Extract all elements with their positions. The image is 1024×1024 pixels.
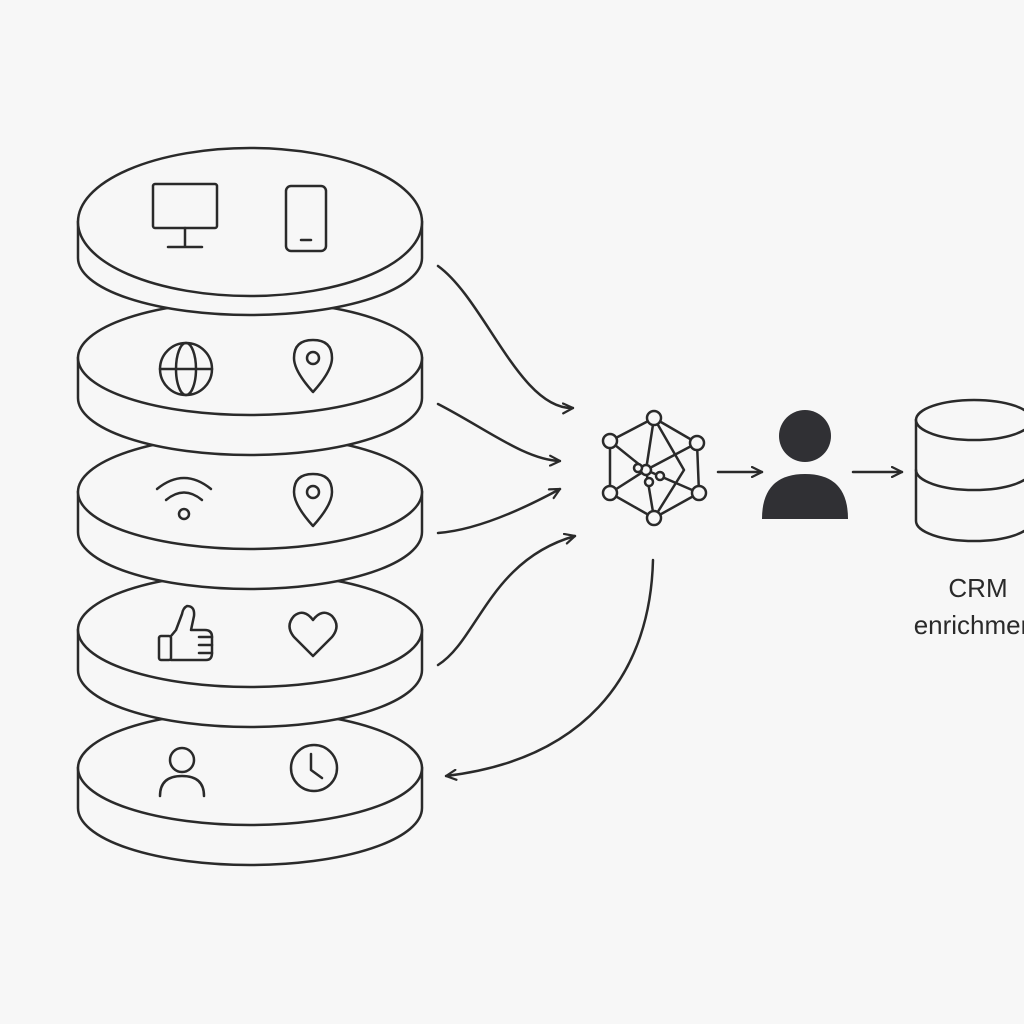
monitor-icon bbox=[151, 182, 219, 249]
arrow-layer-1-to-hub bbox=[436, 264, 575, 408]
thumbs-up-icon bbox=[157, 604, 214, 662]
heart-icon bbox=[288, 611, 338, 658]
network-graph-icon bbox=[601, 409, 708, 527]
smartphone-icon bbox=[284, 184, 328, 253]
data-layer-1 bbox=[76, 146, 424, 317]
location-pin-icon bbox=[292, 338, 334, 394]
data-layer-5 bbox=[76, 709, 424, 867]
clock-icon bbox=[289, 743, 339, 793]
data-layer-4 bbox=[76, 571, 424, 729]
data-layer-3 bbox=[76, 433, 424, 591]
arrow-layer-3-to-hub bbox=[436, 487, 562, 535]
location-pin-icon bbox=[292, 472, 334, 528]
crm-label-line-2: enrichment bbox=[913, 610, 1024, 640]
user-outline-icon bbox=[158, 746, 206, 798]
arrow-layer-2-to-hub bbox=[436, 402, 562, 461]
globe-icon bbox=[158, 341, 214, 397]
wifi-icon bbox=[155, 476, 213, 521]
flow-arrows bbox=[436, 264, 904, 776]
person-icon bbox=[762, 410, 848, 519]
data-layer-2 bbox=[76, 299, 424, 457]
arrow-hub-to-layer-5 bbox=[444, 558, 655, 776]
crm-label-line-1: CRM bbox=[948, 573, 1008, 603]
database-icon bbox=[914, 398, 1024, 543]
crm-enrichment-label: CRM enrichment bbox=[898, 570, 1024, 644]
arrow-layer-4-to-hub bbox=[436, 536, 577, 667]
